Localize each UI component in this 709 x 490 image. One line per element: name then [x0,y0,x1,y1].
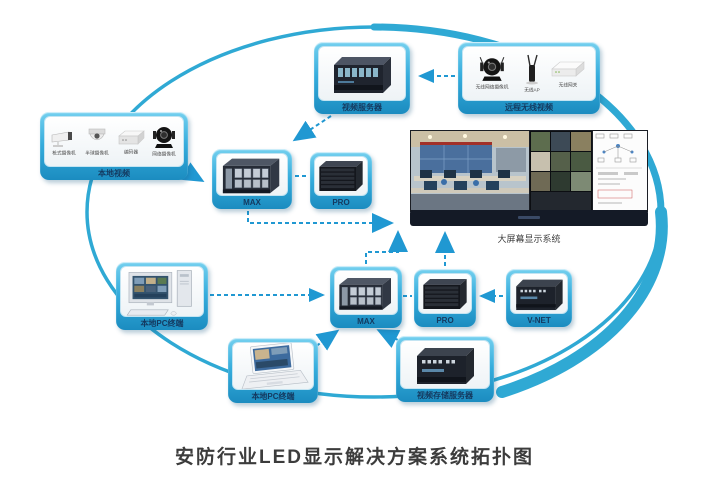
wireless-ap-icon [525,54,538,85]
arrow-laptop-to-maxlower [304,329,340,355]
arrow-videoserver-to-max [292,115,332,142]
wireless-ptz-camera-icon [480,56,505,81]
encoder-icon [117,130,145,145]
arrow-storage-to-maxlower [376,329,405,348]
node-remote-wireless: 无线网络摄像机 无线AP 无线网关 [458,42,600,114]
device-caption: 无线AP [524,88,540,94]
node-max-lower: MAX [330,266,402,328]
node-label: 视频存储服务器 [417,391,473,400]
laptop-icon [241,343,309,389]
node-label: PRO [436,316,454,325]
bullet-camera-icon [51,131,73,147]
node-local-video: 枪式摄像机 半球摄像机 编码器 [40,112,188,180]
wireless-gateway-icon [551,61,586,77]
node-pro-upper: PRO [310,152,372,209]
max-processor-icon [339,277,391,310]
node-label: 视频服务器 [342,103,382,112]
video-server-icon [334,56,391,93]
big-screen-label: 大屏幕显示系统 [497,234,561,244]
node-label: 远程无线视频 [505,103,553,112]
node-storage-server: 视频存储服务器 [396,336,494,402]
diagram-title: 安防行业LED显示解决方案系统拓扑图 [174,447,534,468]
arrow-maxlower-to-screen [365,230,408,264]
video-wall-screen-icon [410,130,648,226]
node-max-upper: MAX [212,149,292,209]
arrow-maxupper-to-screen [247,211,394,233]
node-laptop: 本地PC终端 [228,338,318,403]
device-caption: 半球摄像机 [85,151,110,157]
ptz-camera-icon [152,127,175,148]
node-label: 本地PC终端 [251,392,295,401]
node-pro-lower: PRO [414,269,476,327]
vnet-device-icon [516,279,563,310]
pro-device-icon [319,161,363,191]
device-caption: 编码器 [123,150,138,156]
dome-camera-icon [89,128,106,140]
device-caption: 网络摄像机 [152,152,176,158]
node-vnet: V-NET [506,269,572,327]
device-caption: 枪式摄像机 [52,151,76,157]
node-label: V-NET [527,316,551,325]
node-label: PRO [332,198,350,207]
node-label: MAX [357,317,375,326]
pro-device-icon [423,278,467,309]
node-pc-desktop: 本地PC终端 [116,262,208,330]
device-caption: 无线网关 [559,83,578,89]
storage-server-icon [417,347,474,384]
desktop-pc-icon [126,269,192,316]
video-wall [410,130,648,231]
node-label: 本地视频 [98,169,130,178]
node-label: 本地PC终端 [140,319,184,328]
node-label: MAX [243,198,261,207]
device-caption: 无线网络摄像机 [476,85,509,91]
node-video-server: 视频服务器 [314,42,410,114]
max-processor-icon [222,158,280,193]
